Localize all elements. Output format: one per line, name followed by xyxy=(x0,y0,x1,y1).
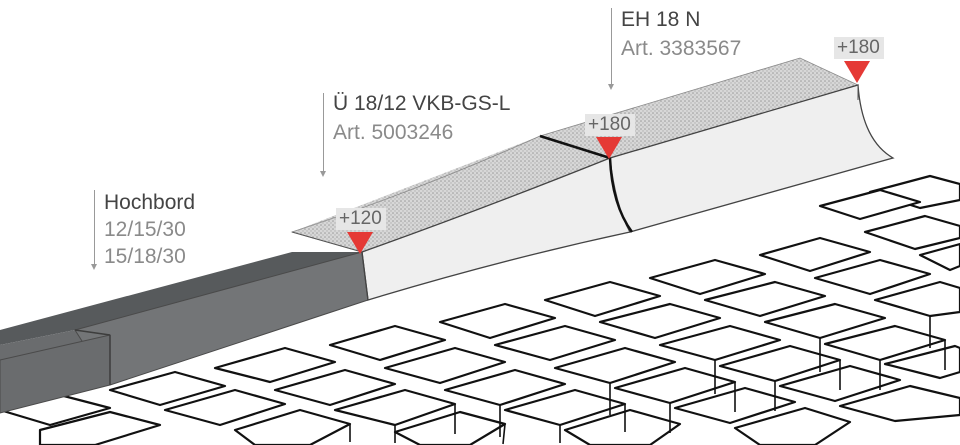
height-marker-120-icon xyxy=(347,232,373,254)
end-label: EH 18 N Art. 3383567 xyxy=(621,9,741,59)
end-pointer xyxy=(608,8,614,90)
transition-label: Ü 18/12 VKB-GS-L Art. 5003246 xyxy=(333,93,510,143)
transition-pointer xyxy=(320,93,326,177)
end-art: Art. 3383567 xyxy=(621,37,742,60)
transition-art: Art. 5003246 xyxy=(333,121,454,144)
height-tag-180-mid: +180 xyxy=(585,114,635,136)
paver-sides xyxy=(349,316,946,445)
hochbord-size-1: 12/15/30 xyxy=(104,218,186,241)
hochbord-label: Hochbord 12/15/30 15/18/30 xyxy=(104,192,195,267)
end-name: EH 18 N xyxy=(621,8,701,31)
height-tag-120: +120 xyxy=(336,208,386,230)
paving-blocks xyxy=(0,174,960,445)
height-tag-180-end: +180 xyxy=(834,37,884,59)
height-marker-180-mid-icon xyxy=(596,137,622,159)
transition-name: Ü 18/12 VKB-GS-L xyxy=(333,92,511,115)
hochbord-pointer xyxy=(91,190,97,270)
height-marker-180-end-icon xyxy=(844,61,870,83)
hochbord-size-2: 15/18/30 xyxy=(104,245,186,268)
hochbord-name: Hochbord xyxy=(104,191,196,214)
hochbord-curb xyxy=(0,251,369,414)
